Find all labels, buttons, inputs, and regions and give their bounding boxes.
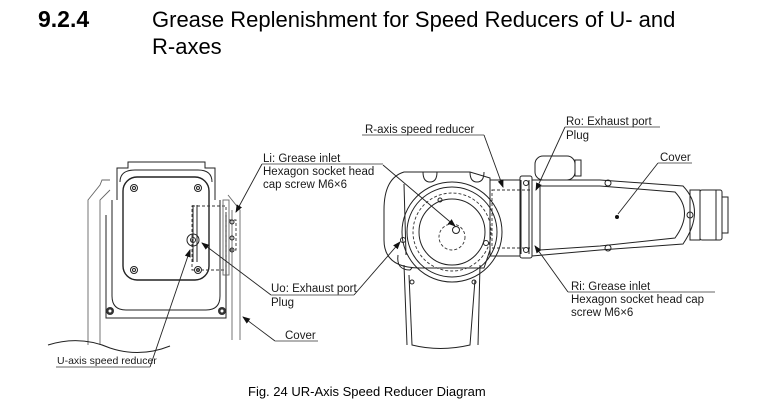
cover-bolt: [130, 266, 138, 274]
section-title: Grease Replenishment for Speed Reducers …: [152, 6, 752, 60]
mount-bolt: [218, 307, 226, 315]
ri-label-desc-2: screw M6×6: [571, 307, 633, 319]
uo-leader-right: [353, 241, 401, 296]
cover-bolt: [130, 184, 138, 192]
cover-left-leader: [242, 316, 276, 342]
figure-caption: Fig. 24 UR-Axis Speed Reducer Diagram: [248, 384, 486, 399]
section-number: 9.2.4: [38, 6, 90, 32]
mount-bolt: [106, 307, 114, 315]
cover-right-label: Cover: [660, 152, 691, 164]
left-view-drawing: [47, 161, 241, 353]
ro-leader: [535, 126, 566, 191]
r-axis-leader: [483, 134, 504, 188]
uo-label-desc: Plug: [271, 297, 294, 309]
li-leader: [235, 163, 263, 213]
ri-leader: [534, 245, 569, 293]
li-leader-right: [382, 164, 456, 227]
li-label-desc-1: Hexagon socket head: [263, 166, 374, 178]
r-axis-label: R-axis speed reducer: [365, 124, 474, 136]
uo-leader-left: [201, 242, 272, 296]
li-label-title: Li: Grease inlet: [263, 153, 341, 165]
uo-label-title: Uo: Exhaust port: [271, 283, 357, 295]
section-title-line-2: R-axes: [152, 34, 222, 59]
ro-label-desc: Plug: [566, 130, 589, 142]
section-title-line-1: Grease Replenishment for Speed Reducers …: [152, 7, 676, 32]
right-view-drawing: [383, 155, 729, 349]
ri-label-title: Ri: Grease inlet: [571, 281, 651, 293]
u-axis-label: U-axis speed reducer: [57, 355, 157, 367]
ro-label-title: Ro: Exhaust port: [566, 116, 652, 128]
cover-right-leader: [617, 162, 659, 215]
ri-label-desc-1: Hexagon socket head cap: [571, 294, 704, 306]
cover-left-label: Cover: [285, 330, 316, 342]
cover-bolt: [194, 184, 202, 192]
u-axis-leader: [149, 249, 191, 368]
li-label-desc-2: cap screw M6×6: [263, 179, 347, 191]
